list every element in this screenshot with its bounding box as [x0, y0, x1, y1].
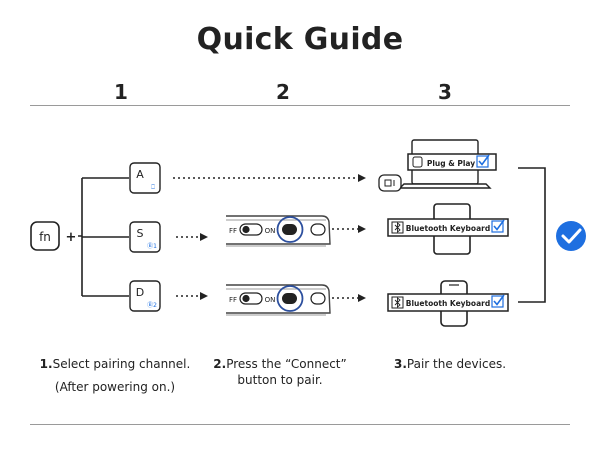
connect-highlight-ring — [276, 285, 304, 312]
usb-receiver-icon: ⎕ — [151, 184, 155, 191]
bluetooth-label-box-1 — [387, 218, 509, 237]
step-number-1: 1 — [114, 80, 128, 104]
tablet-device: Bluetooth Keyboard — [387, 203, 509, 255]
bluetooth-label-box-2 — [387, 293, 509, 312]
checkbox-icon — [491, 295, 504, 308]
checkmark-icon — [493, 294, 505, 306]
bluetooth-text-2: Bluetooth Keyboard — [406, 299, 490, 308]
key-a: A ⎕ — [129, 162, 161, 194]
step-number-2: 2 — [276, 80, 290, 104]
fn-key-label: fn — [39, 230, 51, 244]
checkbox-icon — [476, 155, 489, 168]
switch-on-label: ON — [265, 296, 276, 304]
key-d: D Ⓑ2 — [129, 280, 161, 312]
switch-on-label: ON — [265, 227, 276, 235]
caption-1-number: 1. — [39, 357, 53, 371]
keyboard-edge-1: FF ON — [226, 215, 331, 247]
caption-step-1: 1.Select pairing channel. (After powerin… — [30, 354, 200, 397]
result-bracket — [518, 167, 546, 303]
caption-step-2: 2.Press the “Connect” button to pair. — [195, 356, 365, 388]
key-a-label: A — [136, 168, 144, 181]
key-bracket — [78, 177, 129, 297]
bluetooth-channel-1-icon: Ⓑ1 — [147, 242, 157, 250]
bluetooth-channel-2-icon: Ⓑ2 — [147, 301, 157, 309]
success-check-icon — [556, 221, 586, 251]
usb-dongle-icon — [378, 174, 402, 192]
caption-2-number: 2. — [213, 357, 227, 371]
caption-2-line-2: button to pair. — [237, 373, 323, 387]
caption-1-line-1: Select pairing channel. — [52, 357, 191, 371]
bluetooth-icon — [391, 296, 404, 309]
bluetooth-text-1: Bluetooth Keyboard — [406, 224, 490, 233]
arrowhead-icon — [358, 174, 366, 182]
plus-sign: + — [66, 230, 77, 245]
plug-play-text: Plug & Play — [427, 159, 475, 168]
caption-2-line-1: Press the “Connect” — [226, 357, 347, 371]
key-s-label: S — [137, 227, 144, 240]
checkmark-icon — [478, 154, 490, 166]
caption-3-line-1: Pair the devices. — [406, 357, 507, 371]
usb-receiver-icon — [412, 156, 423, 168]
key-s: S Ⓑ1 — [129, 221, 161, 253]
arrowhead-icon — [200, 233, 208, 241]
arrowhead-icon — [358, 225, 366, 233]
caption-1-line-2: (After powering on.) — [54, 380, 176, 394]
fn-key: fn — [30, 221, 60, 251]
caption-step-3: 3.Pair the devices. — [380, 354, 520, 374]
step-number-3: 3 — [438, 80, 452, 104]
checkbox-icon — [491, 220, 504, 233]
switch-off-label: FF — [229, 227, 237, 235]
arrowhead-icon — [200, 292, 208, 300]
laptop-device: Plug & Play — [378, 139, 497, 192]
connect-highlight-ring — [276, 216, 304, 243]
bottom-divider — [30, 424, 570, 425]
key-d-label: D — [136, 286, 144, 299]
arrowhead-icon — [358, 294, 366, 302]
bluetooth-icon — [391, 221, 404, 234]
connect-button — [282, 224, 297, 235]
connect-button — [282, 293, 297, 304]
switch-off-label: FF — [229, 296, 237, 304]
keyboard-edge-2: FF ON — [226, 284, 331, 316]
checkmark-icon — [493, 219, 505, 231]
top-divider — [30, 105, 570, 106]
caption-3-number: 3. — [393, 357, 407, 371]
page-title: Quick Guide — [196, 22, 404, 57]
plug-play-label-box — [407, 153, 497, 171]
phone-device: Bluetooth Keyboard — [387, 280, 509, 327]
